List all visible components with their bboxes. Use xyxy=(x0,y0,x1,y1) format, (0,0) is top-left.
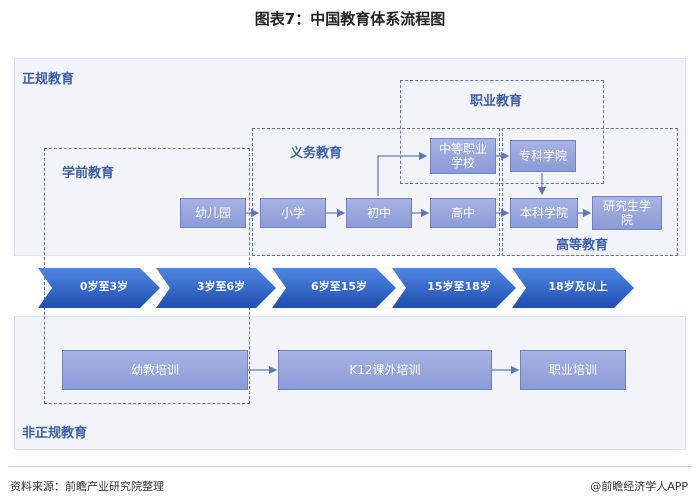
arrow-junior-to-vocational xyxy=(377,151,428,196)
node-kindergarten: 幼儿园 xyxy=(180,198,246,228)
node-primary-label: 小学 xyxy=(280,206,305,220)
age-chevron-1 xyxy=(38,268,160,308)
node-vocational-training: 职业培训 xyxy=(520,350,626,390)
age-band-label-5: 18岁及以上 xyxy=(548,280,608,293)
node-vocational-training-label: 职业培训 xyxy=(548,363,597,377)
node-k12-training: K12课外培训 xyxy=(278,350,492,390)
age-band-label-2: 3岁至6岁 xyxy=(196,280,246,293)
preschool-label: 学前教育 xyxy=(62,166,115,181)
node-undergrad: 本科学院 xyxy=(510,198,578,228)
node-senior-label: 高中 xyxy=(450,206,475,220)
node-primary: 小学 xyxy=(260,198,326,228)
footer-divider xyxy=(8,466,692,467)
node-college: 专科学院 xyxy=(510,140,576,172)
higher-education-group xyxy=(502,128,678,256)
source-note: 资料来源：前瞻产业研究院整理 xyxy=(10,480,164,493)
node-secondary-vocational-label-line1: 中等职业 xyxy=(438,142,487,156)
node-junior-label: 初中 xyxy=(366,206,391,220)
node-k12-training-label: K12课外培训 xyxy=(349,363,421,377)
node-senior: 高中 xyxy=(430,198,496,228)
age-chevron-2 xyxy=(156,268,276,308)
node-early-training: 幼教培训 xyxy=(62,350,248,390)
node-secondary-vocational-label-line2: 学校 xyxy=(450,156,475,170)
higher-education-label: 高等教育 xyxy=(556,238,609,253)
node-junior: 初中 xyxy=(346,198,412,228)
node-undergrad-label: 本科学院 xyxy=(519,206,568,220)
brand-credit: @前瞻经济学人APP xyxy=(590,480,688,493)
formal-education-label: 正规教育 xyxy=(22,72,75,87)
age-band-label-4: 15岁至18岁 xyxy=(427,280,491,293)
compulsory-group xyxy=(252,128,500,256)
node-early-training-label: 幼教培训 xyxy=(130,363,179,377)
age-band-label-1: 0岁至3岁 xyxy=(79,280,129,293)
node-college-label: 专科学院 xyxy=(518,149,567,163)
age-chevron-3 xyxy=(272,268,396,308)
node-kindergarten-label: 幼儿园 xyxy=(194,206,231,220)
page-title: 图表7：中国教育体系流程图 xyxy=(254,10,446,28)
node-graduate-label-line1: 研究生学 xyxy=(602,199,651,213)
informal-education-label: 非正规教育 xyxy=(22,426,88,441)
vocational-label: 职业教育 xyxy=(470,94,523,109)
node-graduate-label-line2: 院 xyxy=(620,213,633,227)
compulsory-label: 义务教育 xyxy=(290,146,343,161)
age-chevron-4 xyxy=(392,268,516,308)
age-band-label-3: 6岁至15岁 xyxy=(311,280,367,293)
node-secondary-vocational: 中等职业 学校 xyxy=(430,138,496,174)
node-graduate: 研究生学 院 xyxy=(592,196,662,230)
age-chevron-5 xyxy=(512,268,634,308)
